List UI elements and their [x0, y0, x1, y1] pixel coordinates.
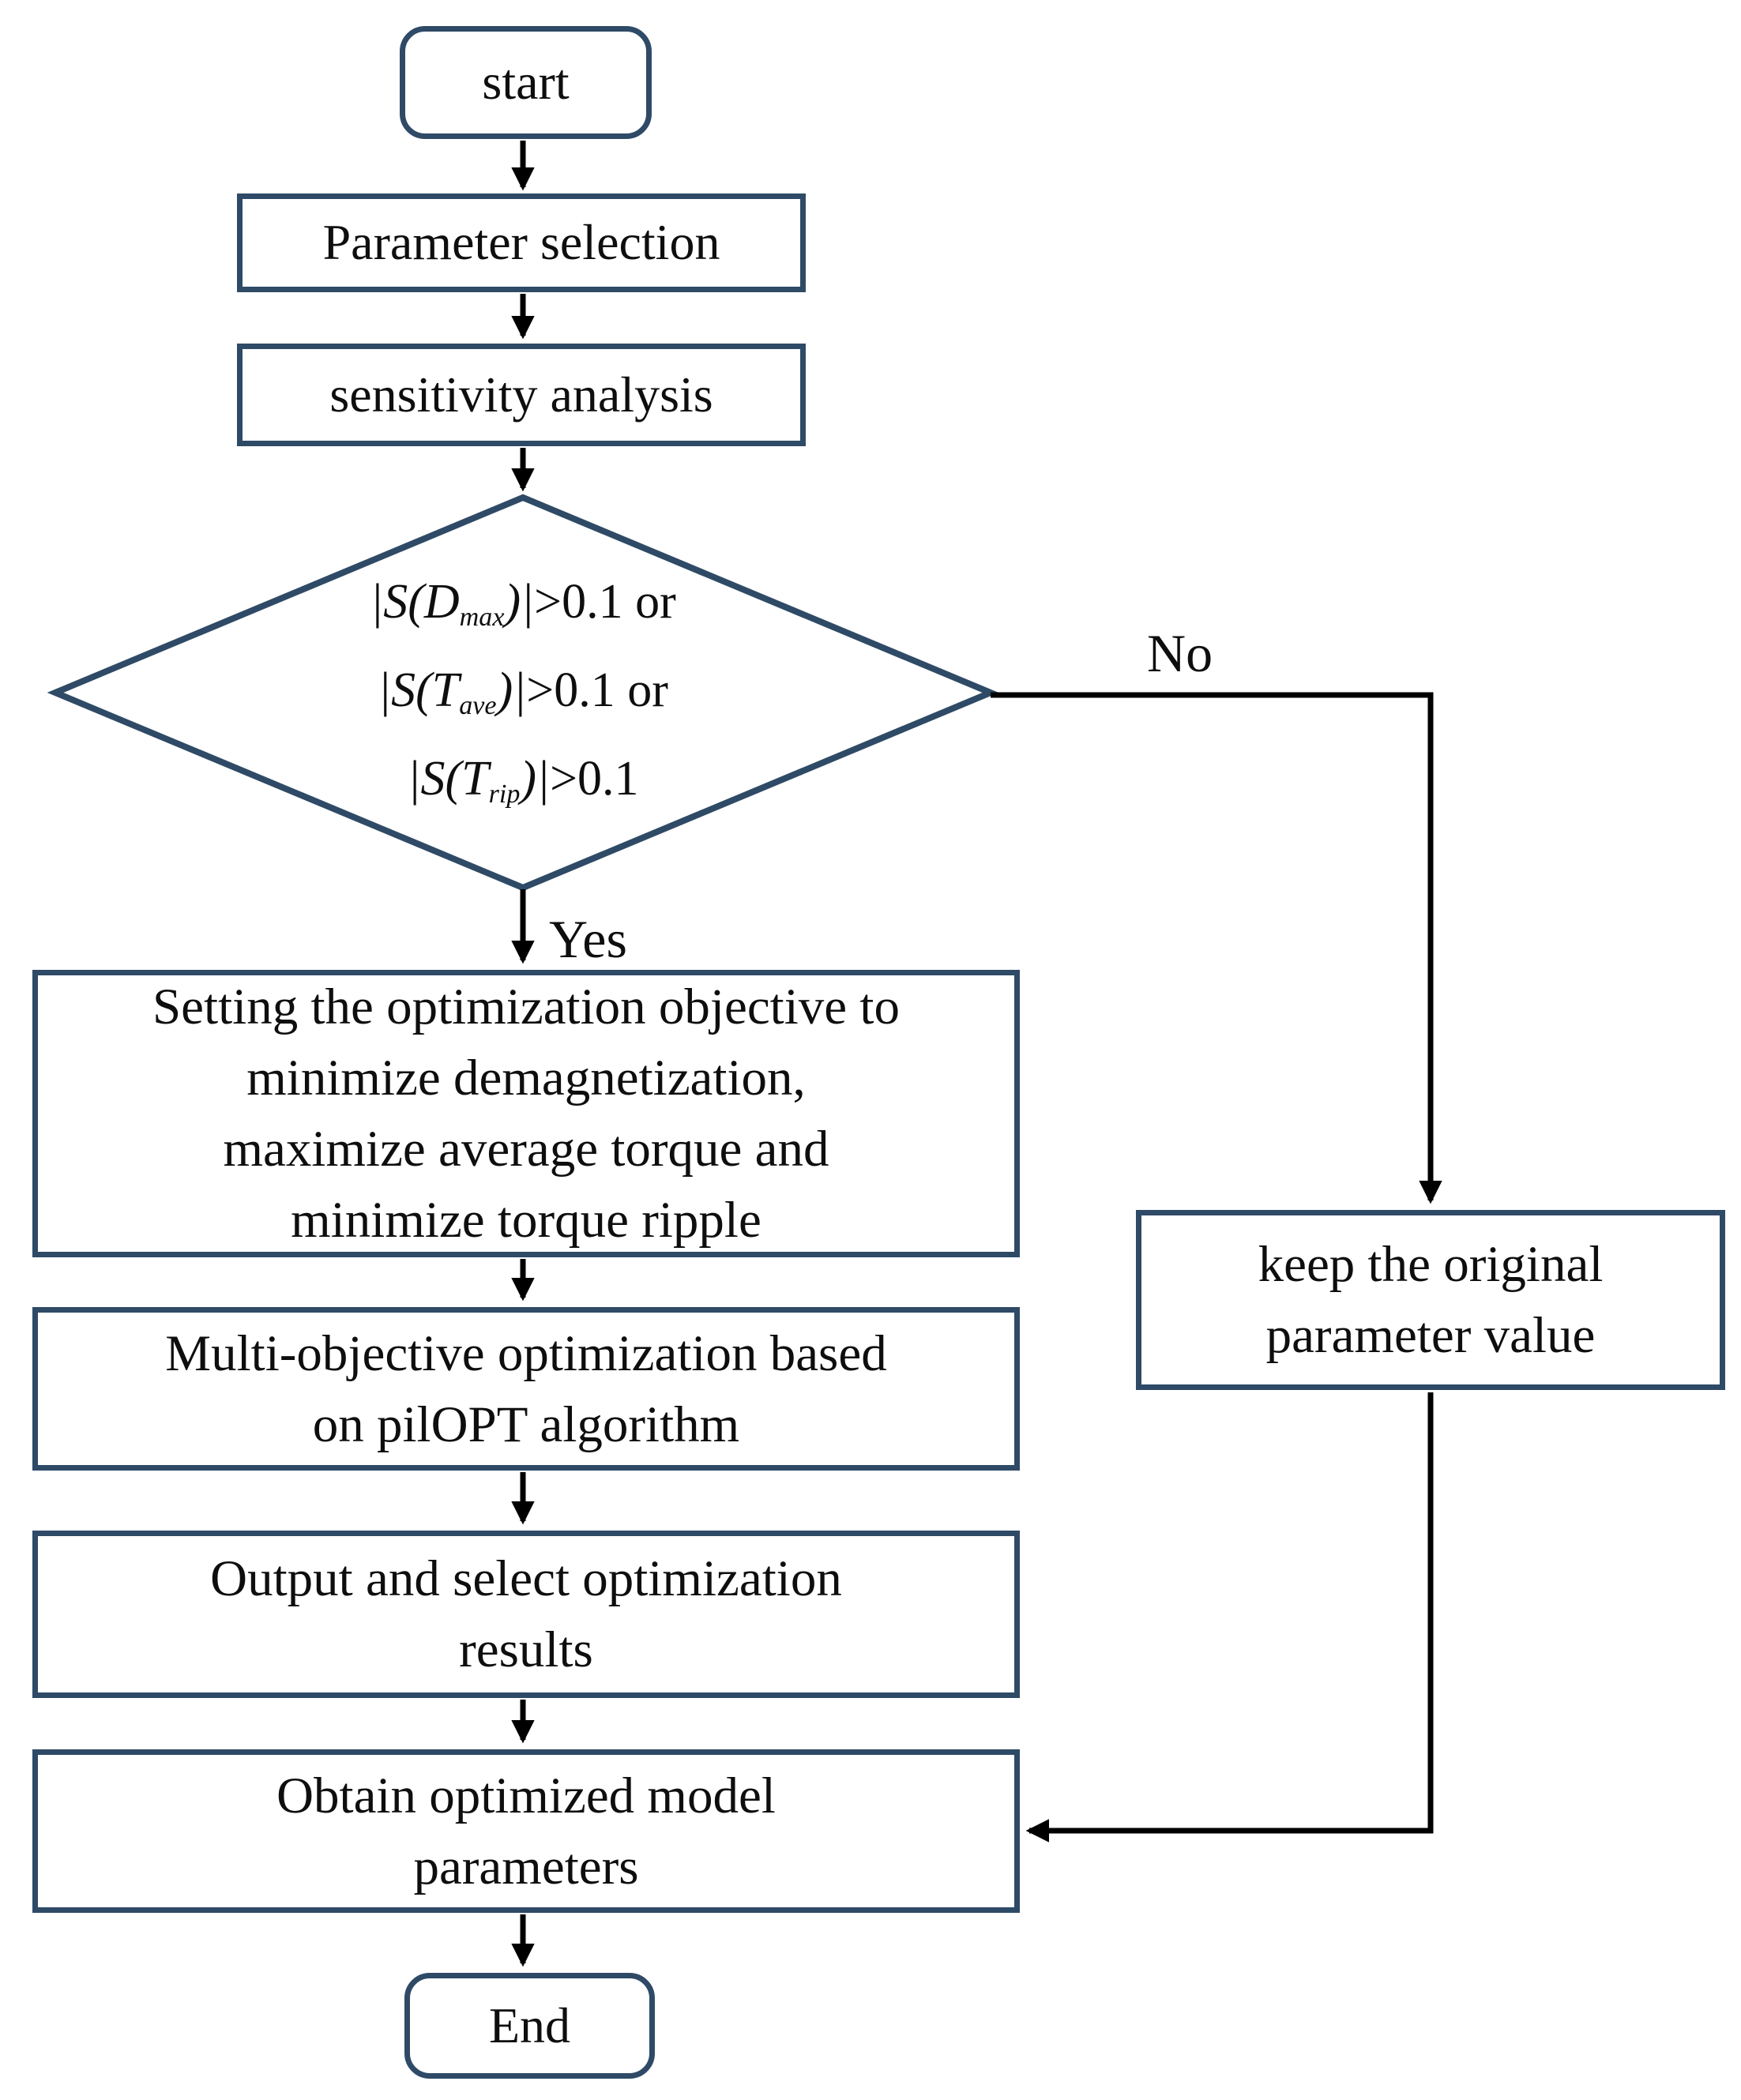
node-parameter-selection: Parameter selection — [237, 193, 806, 292]
setting-objective-line-4: minimize torque ripple — [291, 1192, 761, 1249]
output-results-line-1: Output and select optimization — [210, 1550, 842, 1607]
setting-objective-line-2: minimize demagnetization, — [246, 1050, 806, 1106]
node-start-label: start — [482, 54, 570, 111]
keep-original-line-2: parameter value — [1265, 1307, 1596, 1364]
node-keep-original: keep the original parameter value — [1136, 1210, 1725, 1390]
multi-objective-line-2: on pilOPT algorithm — [312, 1396, 740, 1453]
decision-condition-line-1: |S(Dmax)|>0.1 or — [370, 575, 676, 632]
node-multi-objective: Multi-objective optimization based on pi… — [32, 1307, 1020, 1471]
output-results-line-2: results — [459, 1621, 593, 1678]
node-output-results: Output and select optimization results — [32, 1531, 1020, 1698]
node-end-label: End — [488, 1997, 571, 2053]
node-sensitivity-analysis: sensitivity analysis — [237, 344, 806, 446]
setting-objective-line-3: maximize average torque and — [223, 1121, 829, 1178]
node-parameter-selection-label: Parameter selection — [322, 214, 720, 271]
multi-objective-line-1: Multi-objective optimization based — [165, 1324, 887, 1382]
edge-label-yes: Yes — [549, 909, 627, 969]
decision-condition-line-2: |S(Tave)|>0.1 or — [378, 663, 668, 720]
node-end: End — [404, 1973, 655, 2079]
node-sensitivity-analysis-label: sensitivity analysis — [329, 366, 713, 423]
setting-objective-line-1: Setting the optimization objective to — [152, 979, 900, 1035]
node-start: start — [400, 26, 652, 139]
decision-condition-line-3: |S(Trip)|>0.1 — [407, 752, 639, 809]
decision-diamond-shape — [47, 494, 999, 892]
arrow-keep-to-obtain — [1025, 1392, 1434, 1843]
node-setting-objective: Setting the optimization objective to mi… — [32, 970, 1020, 1257]
keep-original-line-1: keep the original — [1258, 1236, 1604, 1293]
obtain-parameters-line-1: Obtain optimized model — [276, 1767, 776, 1824]
node-decision-condition: |S(Dmax)|>0.1 or |S(Tave)|>0.1 or |S(Tri… — [246, 549, 799, 840]
node-obtain-parameters: Obtain optimized model parameters — [32, 1749, 1020, 1913]
arrow-decision-no-to-keep — [991, 692, 1442, 1204]
obtain-parameters-line-2: parameters — [413, 1838, 639, 1895]
edge-label-no: No — [1147, 623, 1213, 683]
